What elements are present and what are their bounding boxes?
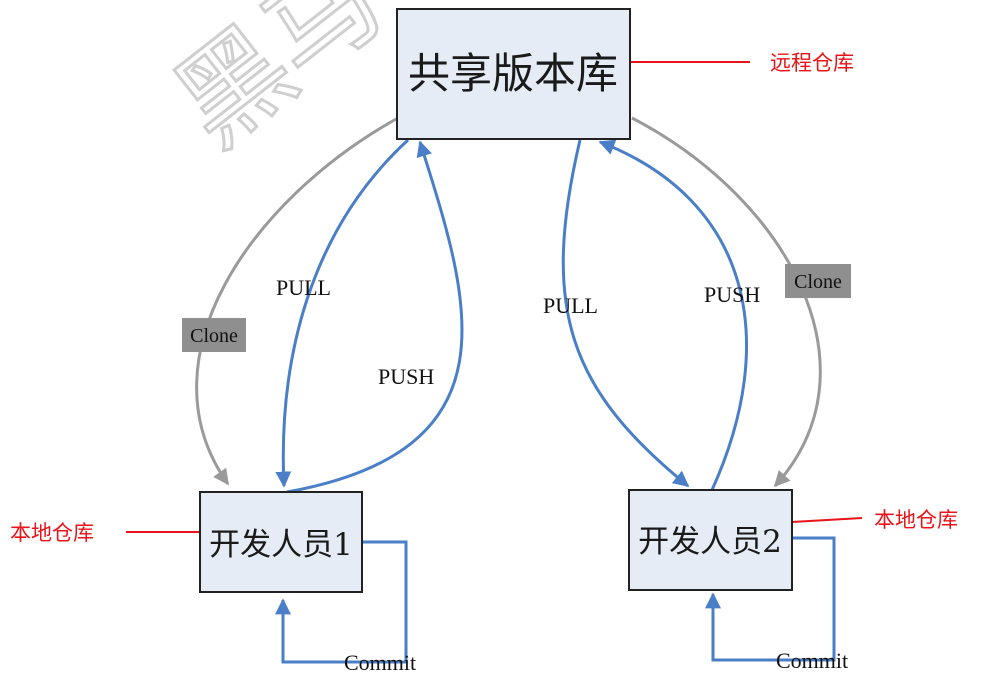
push-edge-2: [598, 139, 748, 491]
shared-repo-node: 共享版本库: [396, 8, 631, 140]
commit-label-1: Commit: [344, 650, 416, 675]
developer-2-label: 开发人员2: [638, 524, 782, 560]
clone-label-2: Clone: [794, 271, 842, 293]
developer-1-node: 开发人员1: [199, 491, 363, 593]
watermark-text: 黑马: [152, 0, 404, 170]
pull-edge-1: [275, 138, 410, 488]
commit-loop-2: [705, 536, 836, 662]
clone-edge-1: [195, 116, 399, 486]
developer-2-node: 开发人员2: [628, 489, 793, 591]
commit-loop-1: [275, 540, 408, 664]
commit-label-2: Commit: [776, 648, 848, 673]
push-edge-1: [286, 140, 464, 494]
push-label-2: PUSH: [704, 282, 760, 307]
clone-label-1: Clone: [190, 325, 238, 347]
remote-repo-annotation: 远程仓库: [770, 51, 854, 75]
local-repo-annotation-right: 本地仓库: [874, 508, 958, 532]
local-repo-annotation-left: 本地仓库: [10, 521, 94, 545]
developer-1-label: 开发人员1: [209, 527, 353, 563]
pull-edge-2: [561, 139, 690, 488]
pull-label-2: PULL: [543, 293, 598, 318]
pull-label-1: PULL: [276, 275, 331, 300]
watermark: 黑马: [151, 0, 406, 172]
shared-repo-label: 共享版本库: [408, 49, 618, 98]
push-label-1: PUSH: [378, 364, 434, 389]
local-annotation-line-right: [791, 517, 863, 523]
clone-badge-1: Clone: [182, 318, 246, 352]
clone-badge-2: Clone: [785, 264, 851, 298]
